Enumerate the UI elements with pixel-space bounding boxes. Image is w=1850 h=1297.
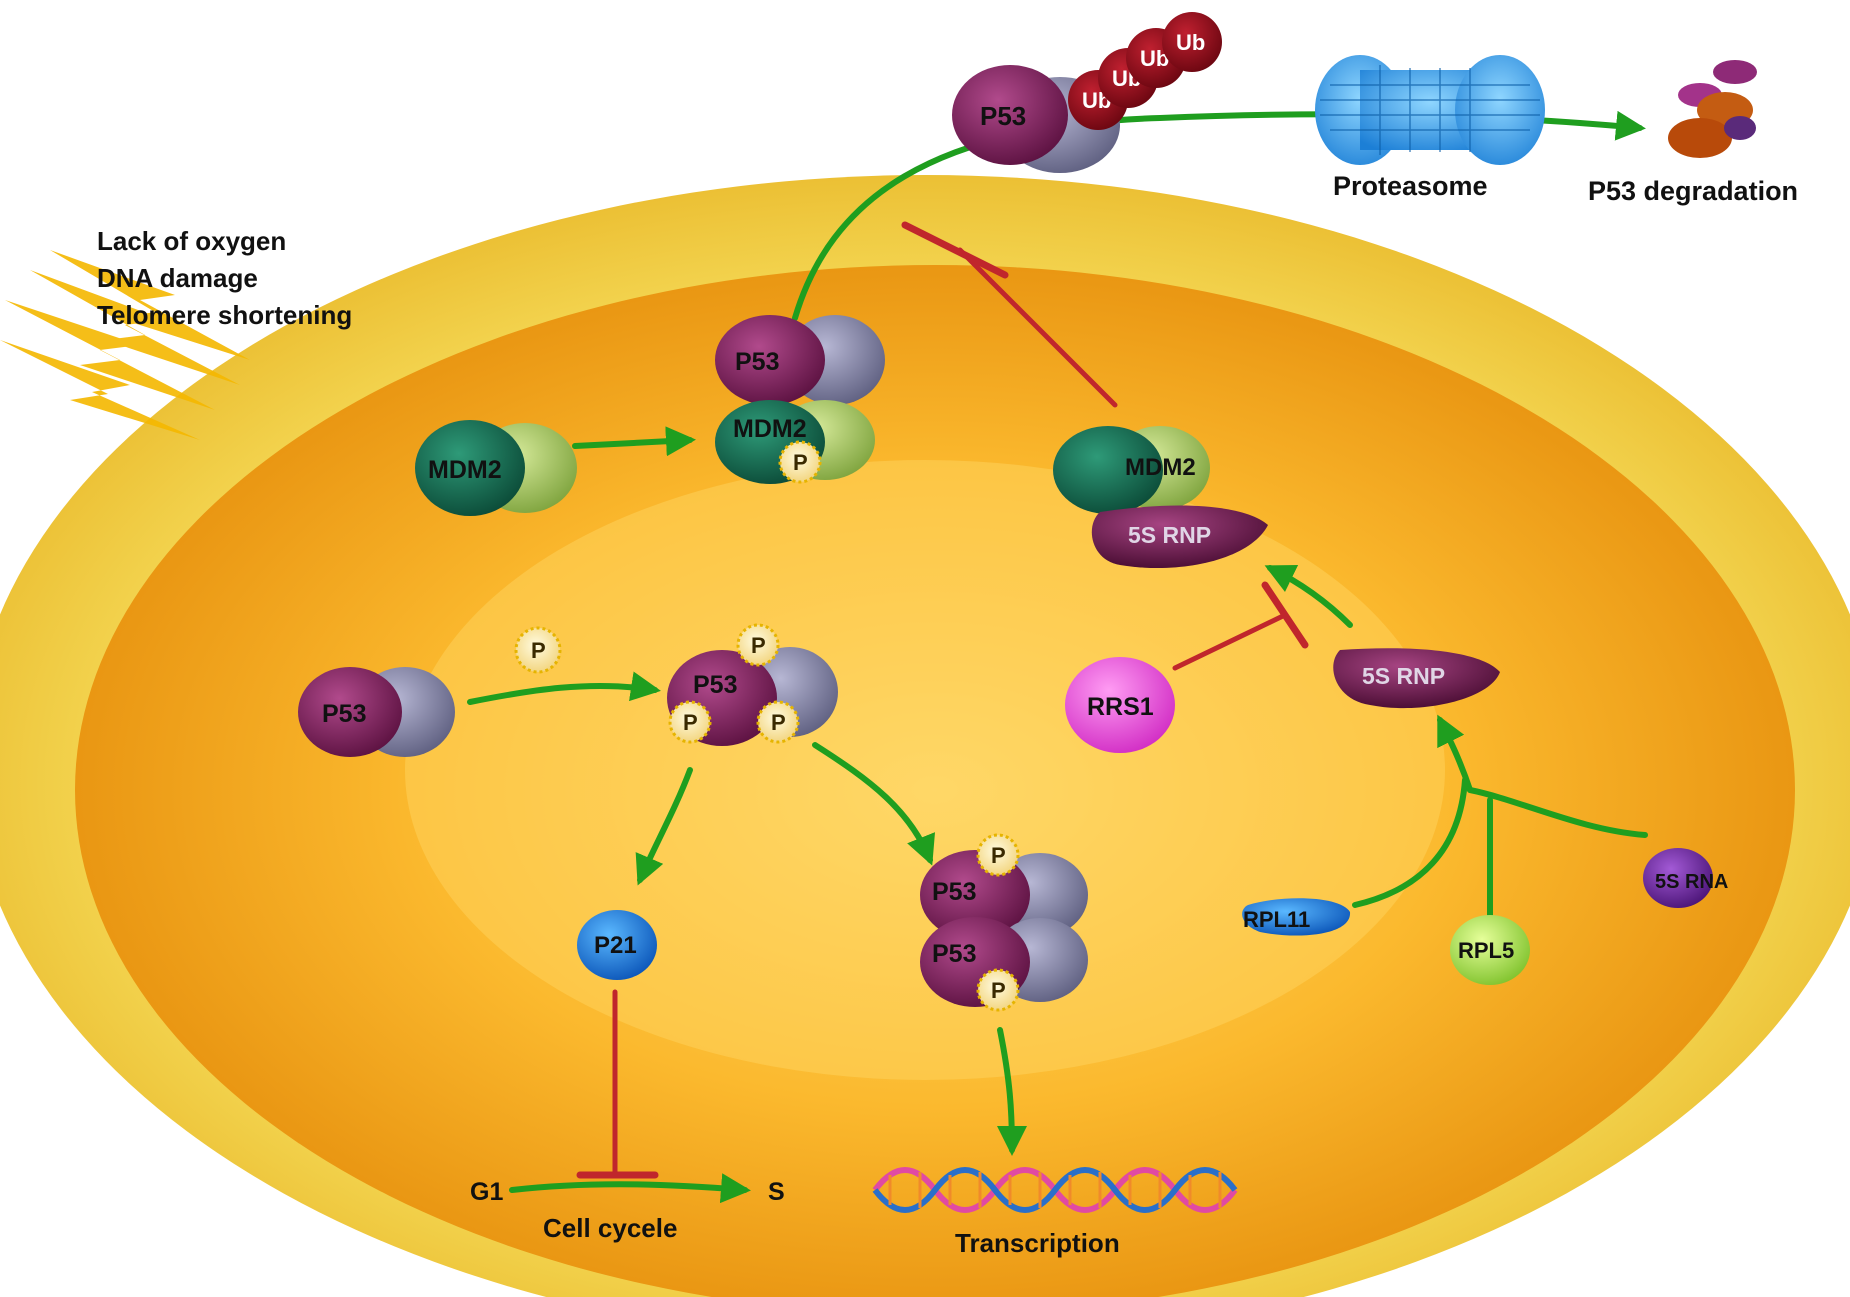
svg-text:Ub: Ub [1176,30,1205,55]
svg-text:P53: P53 [932,878,976,906]
arrow-p53-to-phospho [467,671,661,705]
svg-text:P: P [991,978,1006,1003]
proteasome-label: Proteasome [1333,171,1488,201]
mdm2-5s-rnp-complex: MDM2 5S RNP [1053,426,1268,569]
svg-text:5S RNA: 5S RNA [1655,871,1728,893]
ubiquitinated-p53: P53 Ub Ub Ub Ub [952,12,1222,173]
dna-helix-icon [872,1167,1238,1213]
cell-cycle-label: Cell cycele [543,1213,677,1243]
p21-protein: P21 [577,910,657,980]
rpl5-protein: RPL5 [1450,915,1530,985]
stress-line-3: Telomere shortening [97,300,352,330]
phosphate-tag-icon: P [976,968,1020,1012]
arrow-rpl11-merge [1352,777,1468,908]
svg-text:MDM2: MDM2 [1125,454,1196,481]
stress-lightning-icon [0,250,250,440]
svg-text:RPL11: RPL11 [1243,907,1310,932]
svg-text:P53: P53 [735,348,779,376]
phosphate-tag-icon: P [976,833,1020,877]
arrow-g1-to-s [509,1173,751,1204]
svg-text:P53: P53 [980,101,1026,131]
svg-text:P: P [793,450,808,475]
rpl11-protein: RPL11 [1242,898,1351,936]
phosphate-tag-icon: P [736,623,780,667]
svg-text:5S RNP: 5S RNP [1128,522,1211,548]
g1-label: G1 [470,1178,503,1206]
p53-mdm2-complex: P53 MDM2 P [715,315,885,484]
phosphorylated-p53: P53 P P P [667,623,838,746]
svg-text:RPL5: RPL5 [1458,938,1514,963]
phosphate-tag-icon: P [778,440,822,484]
svg-text:P53: P53 [693,671,737,699]
arrow-rnp-up [1264,564,1353,628]
svg-text:P: P [771,710,786,735]
arrow-phospho-to-dimer [812,742,936,866]
arrow-mdm2-to-complex [572,426,696,457]
svg-text:P: P [531,638,546,663]
svg-text:P: P [683,710,698,735]
p53-dimer: P53 P53 P P [920,833,1088,1012]
nucleus-highlight [405,460,1445,1080]
inhibit-rnp-on-ubiquitination [957,247,1118,408]
degradation-label: P53 degradation [1588,176,1798,206]
arrow-rna-merge [1467,787,1648,838]
svg-text:5S RNP: 5S RNP [1362,663,1445,689]
svg-text:MDM2: MDM2 [733,415,807,443]
arrow-to-rnp [1437,714,1473,793]
svg-text:RRS1: RRS1 [1087,693,1154,721]
arrow-dimer-to-transcription [996,1027,1027,1156]
p53-fragments-icon [1668,60,1757,158]
svg-text:P: P [751,633,766,658]
stress-line-1: Lack of oxygen [97,226,286,256]
svg-text:MDM2: MDM2 [428,456,502,484]
s-label: S [768,1178,785,1206]
svg-text:P21: P21 [594,932,637,959]
svg-text:P53: P53 [932,940,976,968]
5s-rnp-protein: 5S RNP [1333,648,1500,709]
phosphate-tag-icon: P [668,700,712,744]
phosphate-tag-icon: P [756,700,800,744]
5s-rna-molecule: 5S RNA [1643,848,1728,908]
free-phosphate-icon: P [514,626,562,674]
inhibit-rrs1-on-rnp [1172,612,1288,671]
arrow-phospho-to-p21 [635,767,693,886]
stress-line-2: DNA damage [97,263,258,293]
inhibition-lines [576,221,1309,1179]
inhibit-bar-rrs1 [1261,581,1309,649]
nucleus [75,265,1795,1297]
svg-text:P: P [991,843,1006,868]
svg-text:P53: P53 [322,700,366,728]
inhibit-bar-top [901,221,1009,279]
ub-tag-4: Ub [1162,12,1222,72]
mdm2-protein: MDM2 [415,420,577,516]
proteasome-icon [1315,55,1545,165]
transcription-label: Transcription [955,1228,1120,1258]
rrs1-protein: RRS1 [1065,657,1175,753]
p53-protein: P53 [298,667,455,757]
